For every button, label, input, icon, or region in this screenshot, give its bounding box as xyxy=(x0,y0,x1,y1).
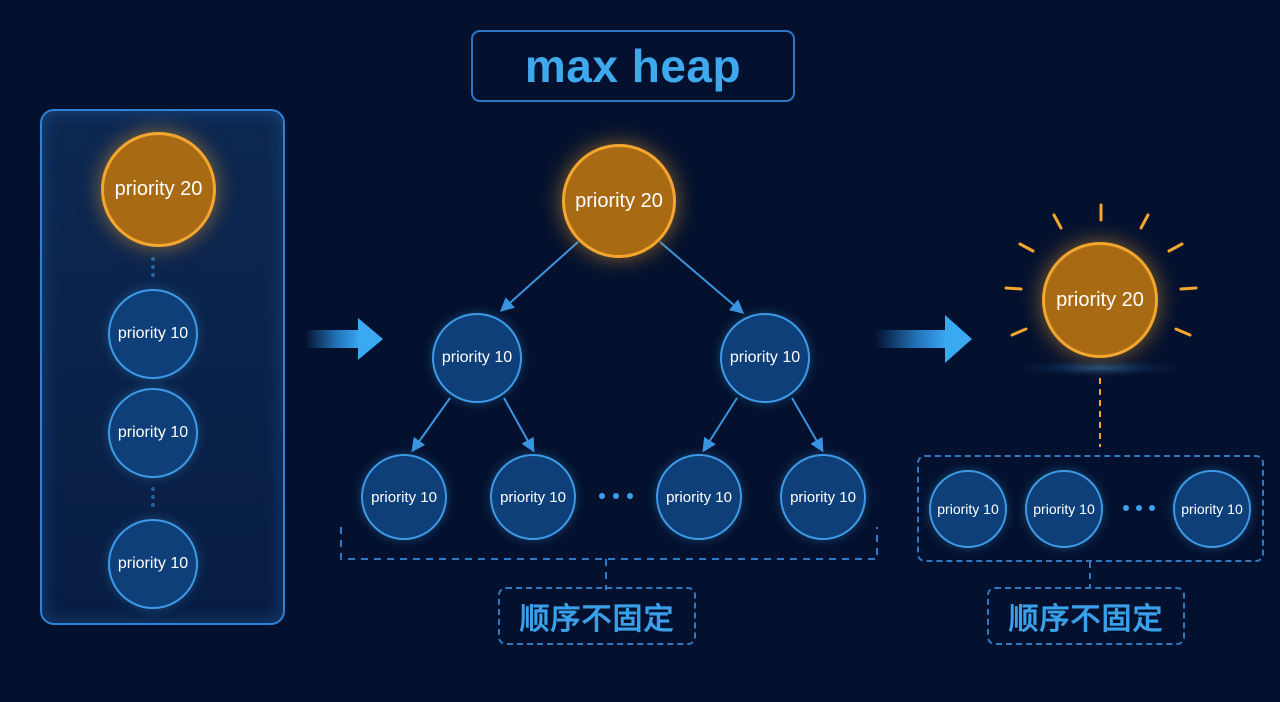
heap-leaf-node: priority 10 xyxy=(656,454,742,540)
list-node-priority-10: priority 10 xyxy=(108,289,198,379)
heap-leaf-node: priority 10 xyxy=(490,454,576,540)
arrow-right-icon xyxy=(305,318,383,360)
result-order-label: 顺序不固定 xyxy=(987,587,1185,645)
leaves-bracket xyxy=(340,527,878,590)
tree-edges xyxy=(411,241,824,453)
arrow-right-icon xyxy=(875,315,972,363)
heap-level1-node-right: priority 10 xyxy=(720,313,810,403)
horizontal-ellipsis-icon xyxy=(1123,505,1155,511)
heap-level1-node-left: priority 10 xyxy=(432,313,522,403)
heap-leaf-node: priority 10 xyxy=(780,454,866,540)
list-node-priority-10: priority 10 xyxy=(108,519,198,609)
pedestal-shadow xyxy=(1016,359,1184,377)
result-top-node: priority 20 xyxy=(1042,242,1158,358)
heap-root-node: priority 20 xyxy=(562,144,676,258)
title-box: max heap xyxy=(471,30,795,102)
remaining-node: priority 10 xyxy=(1173,470,1251,548)
heap-leaf-node: priority 10 xyxy=(361,454,447,540)
remaining-node: priority 10 xyxy=(1025,470,1103,548)
horizontal-ellipsis-icon xyxy=(599,493,633,499)
remaining-node: priority 10 xyxy=(929,470,1007,548)
heap-order-label: 顺序不固定 xyxy=(498,587,696,645)
list-node-priority-20: priority 20 xyxy=(101,132,216,247)
highlight-rays xyxy=(1004,203,1198,337)
page-title: max heap xyxy=(524,40,742,92)
remaining-nodes-group xyxy=(917,455,1264,562)
list-node-priority-10: priority 10 xyxy=(108,388,198,478)
